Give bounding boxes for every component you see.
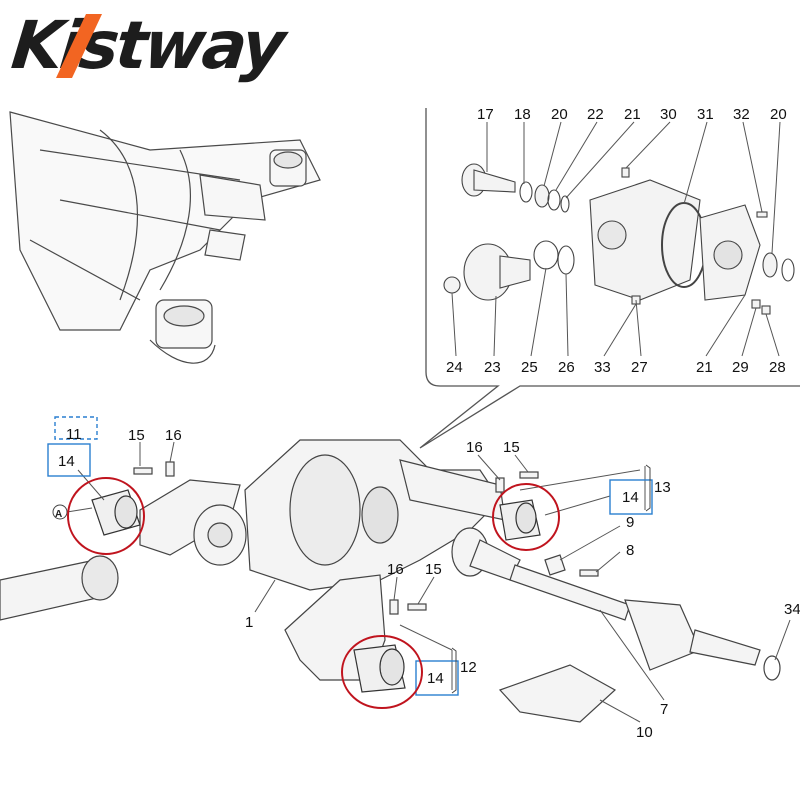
callout-31: 31 <box>697 106 714 123</box>
box-14-right <box>609 479 653 515</box>
callout-24: 24 <box>446 359 463 376</box>
callout-15-left: 15 <box>128 427 145 444</box>
highlight-boxes <box>47 416 653 696</box>
callout-27: 27 <box>631 359 648 376</box>
view-marker-label: A <box>55 509 62 520</box>
callout-21: 21 <box>624 106 641 123</box>
callout-1: 1 <box>245 614 253 631</box>
inset-leaders <box>451 121 781 357</box>
callout-14-left: 14 <box>58 453 75 470</box>
callout-15-lower: 15 <box>425 561 442 578</box>
callout-18: 18 <box>514 106 531 123</box>
callout-16-left: 16 <box>165 427 182 444</box>
box-14-left <box>47 443 91 477</box>
callout-25: 25 <box>521 359 538 376</box>
callout-26: 26 <box>558 359 575 376</box>
callout-33: 33 <box>594 359 611 376</box>
group-brackets <box>451 464 651 694</box>
subframe-drawing <box>9 111 321 364</box>
callout-10: 10 <box>636 724 653 741</box>
callout-20: 20 <box>551 106 568 123</box>
callout-16-lower: 16 <box>387 561 404 578</box>
callout-29: 29 <box>732 359 749 376</box>
logo-accent-slash <box>56 14 102 78</box>
callout-7: 7 <box>660 701 668 718</box>
callout-23: 23 <box>484 359 501 376</box>
inset-callout-labels: 17 18 20 22 21 30 31 32 20 24 23 25 26 3… <box>446 106 787 376</box>
callout-13: 13 <box>654 479 671 496</box>
callout-14-lower: 14 <box>427 670 444 687</box>
circle-right-bushing <box>492 483 560 551</box>
callout-20-right: 20 <box>770 106 787 123</box>
callout-15-right: 15 <box>503 439 520 456</box>
main-callout-labels: 11 14 15 16 16 15 14 13 9 8 16 15 1 12 1… <box>58 426 800 741</box>
main-assembly <box>0 439 781 723</box>
highlight-circles <box>67 477 560 709</box>
callout-28: 28 <box>769 359 786 376</box>
callout-17: 17 <box>477 106 494 123</box>
callout-16-right: 16 <box>466 439 483 456</box>
callout-32: 32 <box>733 106 750 123</box>
box-11 <box>54 416 98 440</box>
callout-34: 34 <box>784 601 800 618</box>
callout-9: 9 <box>626 514 634 531</box>
inset-parts <box>443 163 795 315</box>
circle-lower-bushing <box>341 635 423 709</box>
callout-22: 22 <box>587 106 604 123</box>
callout-14-right: 14 <box>622 489 639 506</box>
view-marker-a: A <box>52 504 93 520</box>
callout-8: 8 <box>626 542 634 559</box>
brand-logo: Kistway <box>8 6 286 86</box>
callout-11: 11 <box>66 426 82 443</box>
circle-left-bushing <box>67 477 145 555</box>
callout-12: 12 <box>460 659 477 676</box>
callout-21-bottom: 21 <box>696 359 713 376</box>
callout-30: 30 <box>660 106 677 123</box>
bushings <box>91 489 541 693</box>
box-14-lower <box>415 660 459 696</box>
